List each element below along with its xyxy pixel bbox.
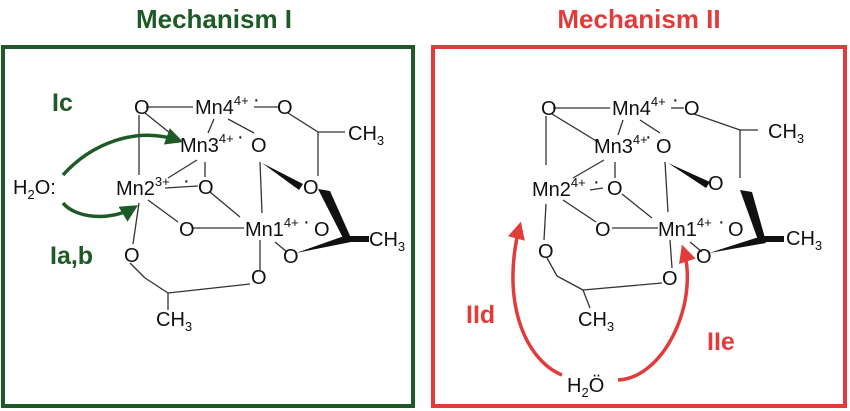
ch3-label: CH: [369, 229, 398, 251]
svg-text:·: ·: [672, 89, 679, 111]
svg-text:Mn44+: Mn44+: [612, 94, 666, 120]
oxygen-atom: O: [251, 267, 267, 289]
cluster-2-labels: O Mn44+ · O Mn34+ · O CH3 Mn24+ · O O O …: [532, 89, 822, 334]
mn1-label: Mn1: [245, 219, 284, 241]
ch3-subscript: 3: [815, 238, 822, 253]
svg-text:Mn14+: Mn14+: [245, 215, 299, 241]
pathway-iab-arrow: [61, 201, 139, 222]
svg-text:Mn14+: Mn14+: [658, 215, 712, 241]
svg-text:·: ·: [237, 126, 244, 148]
ch3-label: CH: [156, 309, 185, 331]
oxygen-atom: O: [662, 268, 678, 290]
cluster-2-wedges: [668, 163, 784, 253]
svg-text:Mn24+: Mn24+: [532, 175, 586, 201]
svg-text:Mn44+: Mn44+: [195, 93, 249, 119]
oxygen-atom: O: [708, 173, 724, 195]
svg-text:CH3: CH3: [768, 121, 804, 146]
svg-text:CH3: CH3: [156, 309, 192, 334]
ch3-label: CH: [348, 123, 377, 145]
mn2-label: Mn2: [116, 178, 155, 200]
mechanism-2-frame: [431, 45, 847, 408]
svg-text:·: ·: [645, 126, 652, 148]
mn4-charge: 4+: [234, 93, 249, 108]
svg-text:CH3: CH3: [578, 309, 614, 334]
mechanism-2-title: Mechanism II: [557, 4, 721, 34]
mn1-charge: 4+: [284, 215, 299, 230]
pathway-iie-arrow: [617, 244, 696, 382]
mn4-label: Mn4: [612, 98, 651, 120]
oxygen-atom: O: [656, 136, 672, 158]
pathway-ic-arrow: [61, 128, 184, 177]
oxygen-atom: O: [283, 246, 299, 268]
mn2-label: Mn2: [532, 179, 571, 201]
pathway-iid-label: IId: [466, 301, 495, 329]
oxygen-atom: O: [696, 246, 712, 268]
mn4-label: Mn4: [195, 97, 234, 119]
ch3-subscript: 3: [377, 133, 384, 148]
oxygen-atom: O: [684, 98, 700, 120]
pathway-ic-label: Ic: [52, 89, 73, 117]
ch3-subscript: 3: [185, 319, 192, 334]
oxygen-atom: O: [124, 245, 140, 267]
svg-text:·: ·: [593, 171, 600, 193]
oxygen-atom: O: [179, 219, 195, 241]
oxygen-atom: O: [728, 219, 744, 241]
pathway-iab-label: Ia,b: [50, 242, 93, 270]
oxygen-atom: O: [538, 241, 554, 263]
pathway-iid-arrow: [507, 221, 563, 377]
ch3-subscript: 3: [797, 131, 804, 146]
cluster-1-labels: O Mn44+ · O Mn34+ · O CH3 Mn23+ · O O O …: [116, 89, 405, 334]
mn2-charge: 4+: [571, 175, 586, 190]
svg-text:·: ·: [303, 211, 310, 233]
mn3-label: Mn3: [594, 136, 633, 158]
mn3-label: Mn3: [180, 135, 219, 157]
oxygen-atom: O: [607, 178, 623, 200]
oxygen-atom: O: [134, 97, 150, 119]
svg-text:Mn34+: Mn34+: [180, 131, 234, 157]
oxygen-atom: O: [314, 219, 330, 241]
oxygen-atom: O: [198, 177, 214, 199]
oxygen-atom: O: [251, 135, 267, 157]
svg-text:·: ·: [183, 170, 190, 192]
oxygen-atom: O: [277, 97, 293, 119]
oxygen-atom: O: [595, 219, 611, 241]
cluster-1-wedges: [262, 163, 369, 253]
mn3-charge: 4+: [219, 131, 234, 146]
mechanism-1-frame: [1, 45, 415, 408]
ch3-subscript: 3: [398, 239, 405, 254]
ch3-label: CH: [786, 228, 815, 250]
ch3-label: CH: [578, 309, 607, 331]
mn1-label: Mn1: [658, 219, 697, 241]
svg-text:CH3: CH3: [348, 123, 384, 148]
water-molecule-1: H2O:: [13, 177, 56, 202]
svg-text:·: ·: [253, 89, 260, 111]
mn3-charge: 4+: [633, 132, 648, 147]
svg-text:CH3: CH3: [369, 229, 405, 254]
ch3-label: CH: [768, 121, 797, 143]
svg-text:Mn34+: Mn34+: [594, 132, 648, 158]
mechanism-1-title: Mechanism I: [135, 4, 293, 34]
mn4-charge: 4+: [651, 94, 666, 109]
cluster-2-bonds: [543, 107, 758, 309]
ch3-subscript: 3: [607, 319, 614, 334]
pathway-iie-label: IIe: [707, 328, 735, 356]
water-molecule-2: H2Ö: [567, 375, 604, 400]
svg-text:CH3: CH3: [786, 228, 822, 253]
oxygen-atom: O: [541, 98, 557, 120]
mn2-charge: 3+: [155, 174, 170, 189]
mn1-charge: 4+: [697, 215, 712, 230]
oxygen-atom: O: [303, 177, 319, 199]
svg-text:Mn23+: Mn23+: [116, 174, 170, 200]
svg-text:·: ·: [718, 211, 725, 233]
